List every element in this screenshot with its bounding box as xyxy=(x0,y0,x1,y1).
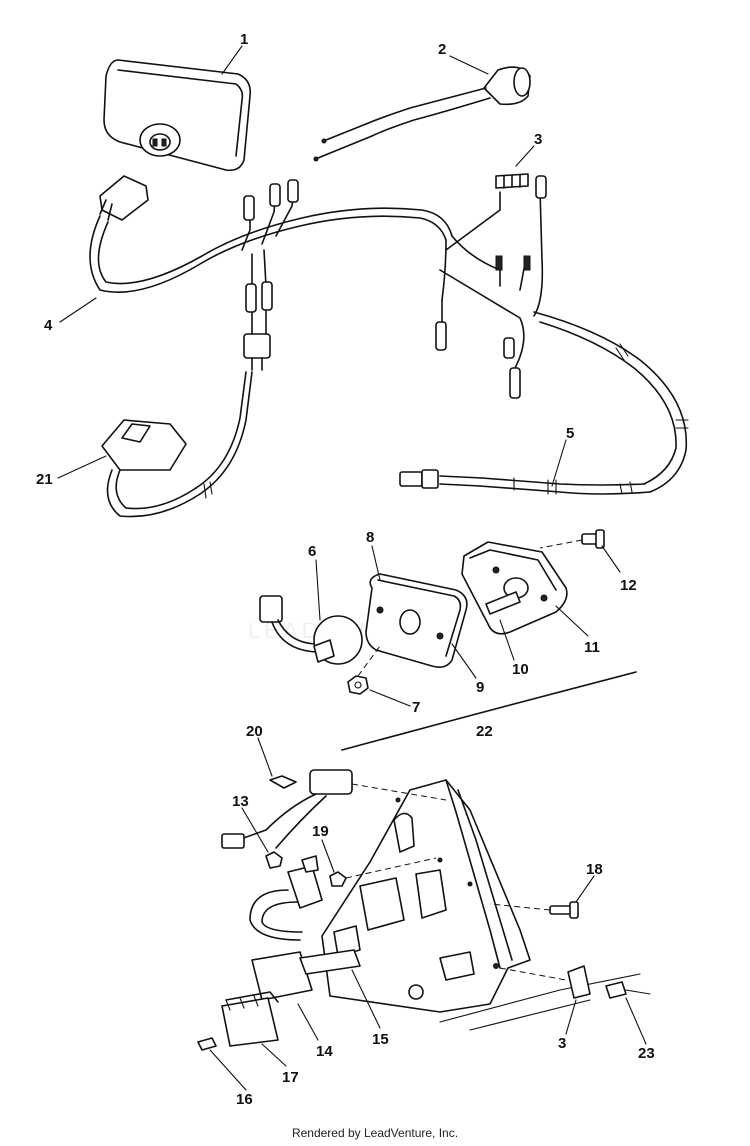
label-5: 5 xyxy=(566,425,574,442)
part-21-switch xyxy=(101,371,253,518)
part-3-23-clip-screw xyxy=(499,965,651,999)
part-12-screw xyxy=(539,529,605,549)
part-14-17-pads xyxy=(197,949,361,1051)
label-6: 6 xyxy=(308,543,316,560)
label-3-lower: 3 xyxy=(558,1035,566,1052)
label-2: 2 xyxy=(438,41,446,58)
label-11: 11 xyxy=(584,639,600,656)
label-20: 20 xyxy=(246,723,263,740)
label-15: 15 xyxy=(372,1031,389,1048)
label-23: 23 xyxy=(638,1045,655,1062)
part-3-terminals xyxy=(495,173,529,189)
label-10: 10 xyxy=(512,661,529,678)
part-13-19-coil xyxy=(249,851,437,941)
bracket-22 xyxy=(341,671,637,751)
label-16: 16 xyxy=(236,1091,253,1108)
label-21: 21 xyxy=(36,471,53,488)
part-18-bolt xyxy=(489,901,579,919)
label-13: 13 xyxy=(232,793,249,810)
label-7: 7 xyxy=(412,699,420,716)
label-4: 4 xyxy=(44,317,53,334)
part-11-housing xyxy=(461,541,568,635)
label-1: 1 xyxy=(240,31,248,48)
part-1-headlight xyxy=(103,59,252,172)
label-19: 19 xyxy=(312,823,329,840)
label-14: 14 xyxy=(316,1043,333,1060)
part-20-regulator xyxy=(221,769,447,849)
leader-lines xyxy=(57,45,647,1091)
part-2-socket xyxy=(313,66,531,162)
footer-credit: Rendered by LeadVenture, Inc. xyxy=(291,1126,459,1140)
mounting-bracket xyxy=(321,779,641,1031)
label-12: 12 xyxy=(620,577,637,594)
label-22: 22 xyxy=(476,723,493,740)
label-3: 3 xyxy=(534,131,542,148)
label-18: 18 xyxy=(586,861,603,878)
label-9: 9 xyxy=(476,679,484,696)
part-5-lead xyxy=(399,469,651,495)
label-8: 8 xyxy=(366,529,374,546)
label-17: 17 xyxy=(282,1069,299,1086)
part-labels: 1 2 3 4 5 6 7 8 9 10 11 12 13 14 15 16 1… xyxy=(36,31,655,1108)
part-7-nut xyxy=(347,645,381,695)
part-8-9-lens-gasket xyxy=(365,573,468,668)
part-6-lamp xyxy=(259,595,363,665)
part-4-harness xyxy=(89,175,689,493)
